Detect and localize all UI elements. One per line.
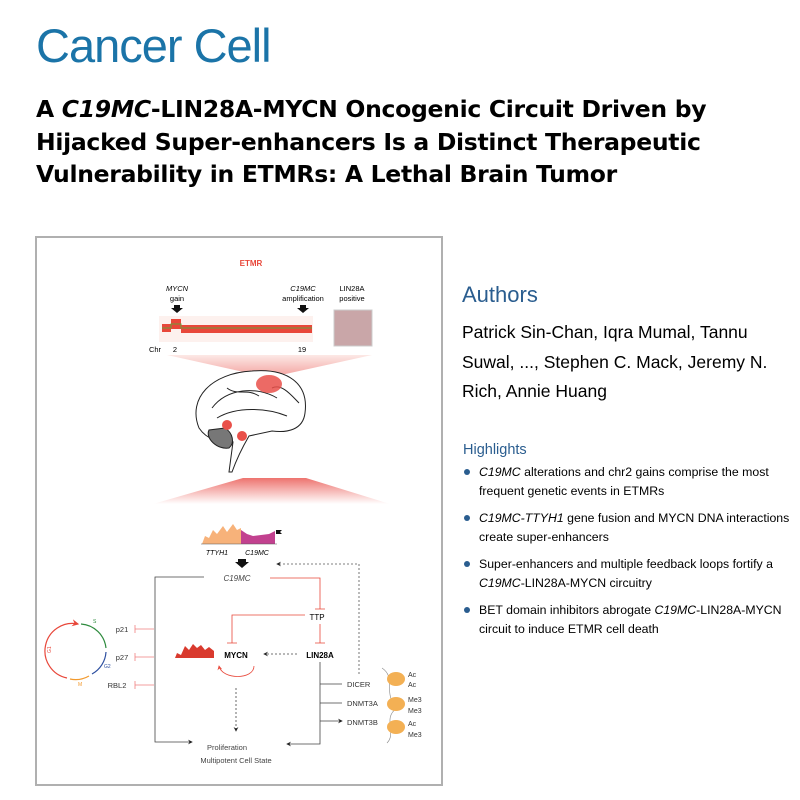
- dnmt3b-label: DNMT3B: [347, 718, 378, 727]
- mycn-gain-label-2: gain: [170, 294, 184, 303]
- histone-mark: Ac: [408, 682, 417, 689]
- lin28a-positive-label: LIN28A: [339, 284, 364, 293]
- c19mc-amp-label-2: amplification: [282, 294, 324, 303]
- proliferation-label: Proliferation: [207, 743, 247, 752]
- super-enhancer-track: [201, 524, 282, 545]
- c19mc-amp-label: C19MC: [290, 284, 316, 293]
- bullet-icon: [464, 607, 470, 613]
- cycle-g2: G2: [104, 664, 111, 670]
- p27-label: p27: [116, 653, 129, 662]
- c19mc-node: C19MC: [223, 574, 250, 583]
- cycle-m: M: [78, 682, 82, 688]
- arrow-down-icon: [297, 305, 309, 313]
- arrow-down-icon: [235, 559, 249, 568]
- cycle-g1: G1: [47, 646, 53, 653]
- histone-mark: Me3: [408, 732, 422, 739]
- authors-heading: Authors: [462, 282, 538, 307]
- mycn-node: MYCN: [224, 651, 248, 660]
- c19mc-track-label: C19MC: [245, 550, 270, 557]
- bullet-icon: [464, 561, 470, 567]
- bullet-icon: [464, 469, 470, 475]
- dicer-label: DICER: [347, 680, 371, 689]
- dnmt3a-label: DNMT3A: [347, 699, 378, 708]
- highlight-item: C19MC-TTYH1 gene fusion and MYCN DNA int…: [463, 509, 798, 546]
- graphical-abstract: ETMR MYCN gain C19MC amplification LIN28…: [35, 236, 443, 786]
- chr-label: Chr: [149, 345, 162, 354]
- highlight-item: C19MC alterations and chr2 gains compris…: [463, 463, 798, 500]
- tumor-spot: [256, 375, 282, 393]
- copy-number-plot: [159, 316, 313, 342]
- p21-label: p21: [116, 625, 129, 634]
- chr2-label: 2: [173, 345, 177, 354]
- zoom-funnel: [167, 355, 372, 375]
- figure-title: ETMR: [240, 259, 263, 268]
- chr19-label: 19: [298, 345, 306, 354]
- histone-mark: Me3: [408, 697, 422, 704]
- lin28a-node: LIN28A: [306, 651, 334, 660]
- cycle-s: S: [93, 619, 97, 625]
- rbl2-label: RBL2: [108, 681, 127, 690]
- highlight-item: Super-enhancers and multiple feedback lo…: [463, 555, 798, 592]
- multipotent-label: Multipotent Cell State: [200, 756, 271, 765]
- zoom-funnel: [153, 478, 390, 504]
- arrow-down-icon: [171, 305, 183, 313]
- histone-mark: Ac: [408, 672, 417, 679]
- ttyh1-label: TTYH1: [206, 550, 228, 557]
- lin28a-histology-image: [333, 309, 373, 347]
- ttp-node: TTP: [309, 613, 324, 622]
- bullet-icon: [464, 515, 470, 521]
- tumor-spot: [237, 431, 247, 441]
- journal-logo[interactable]: Cancer Cell: [36, 19, 272, 72]
- highlights-list: C19MC alterations and chr2 gains compris…: [463, 463, 798, 647]
- mycn-gain-label: MYCN: [166, 284, 189, 293]
- lin28a-positive-label-2: positive: [339, 294, 364, 303]
- tumor-spot: [222, 420, 232, 430]
- highlights-heading: Highlights: [463, 442, 527, 458]
- author-list: Patrick Sin-Chan, Iqra Mumal, Tannu Suwa…: [462, 322, 768, 401]
- nucleosome-icon: [381, 667, 405, 744]
- histone-mark: Me3: [408, 708, 422, 715]
- brain-illustration: [195, 370, 306, 473]
- highlight-item: BET domain inhibitors abrogate C19MC-LIN…: [463, 601, 798, 638]
- article-title: A C19MC-LIN28A-MYCN Oncogenic Circuit Dr…: [36, 95, 707, 188]
- cell-cycle-diagram: [44, 619, 107, 681]
- mycn-enhancer-peaks: [175, 644, 214, 658]
- histone-mark: Ac: [408, 721, 417, 728]
